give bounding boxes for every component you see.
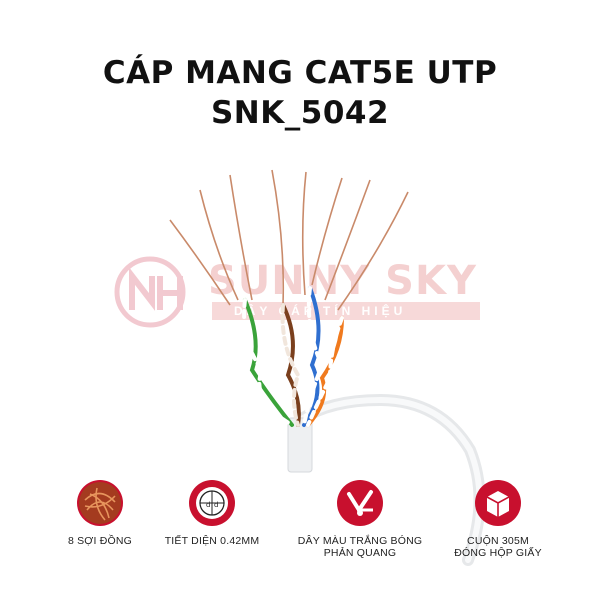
cable-cutter-icon: [337, 480, 383, 526]
svg-text:d: d: [214, 501, 218, 509]
sunny-sky-logo-icon: [114, 256, 186, 328]
feature-jacket: DÂY MÀU TRẮNG BÓNG PHẢN QUANG: [285, 480, 435, 559]
feature-label: CUỘN 305M ĐÓNG HỘP GIẤY: [454, 535, 542, 559]
feature-copper: 8 SỢI ĐỒNG: [25, 480, 175, 547]
feature-label: DÂY MÀU TRẮNG BÓNG PHẢN QUANG: [297, 535, 423, 559]
svg-text:d: d: [206, 501, 210, 509]
copper-strands-icon: [77, 480, 123, 526]
feature-diameter: d d TIẾT DIỆN 0.42MM: [137, 480, 287, 547]
product-title-line2: SNK_5042: [210, 95, 390, 131]
watermark-brand: SUNNY SKY: [208, 258, 477, 304]
product-title-line1: CÁP MANG CAT5E UTP: [102, 55, 498, 91]
feature-packaging: CUỘN 305M ĐÓNG HỘP GIẤY: [423, 480, 573, 559]
feature-list: 8 SỢI ĐỒNG d d TIẾT DIỆN 0.42MM DÂY MÀU …: [0, 480, 600, 580]
diameter-icon: d d: [189, 480, 235, 526]
feature-label: 8 SỢI ĐỒNG: [67, 535, 133, 547]
box-icon: [475, 480, 521, 526]
feature-label: TIẾT DIỆN 0.42MM: [164, 535, 260, 547]
